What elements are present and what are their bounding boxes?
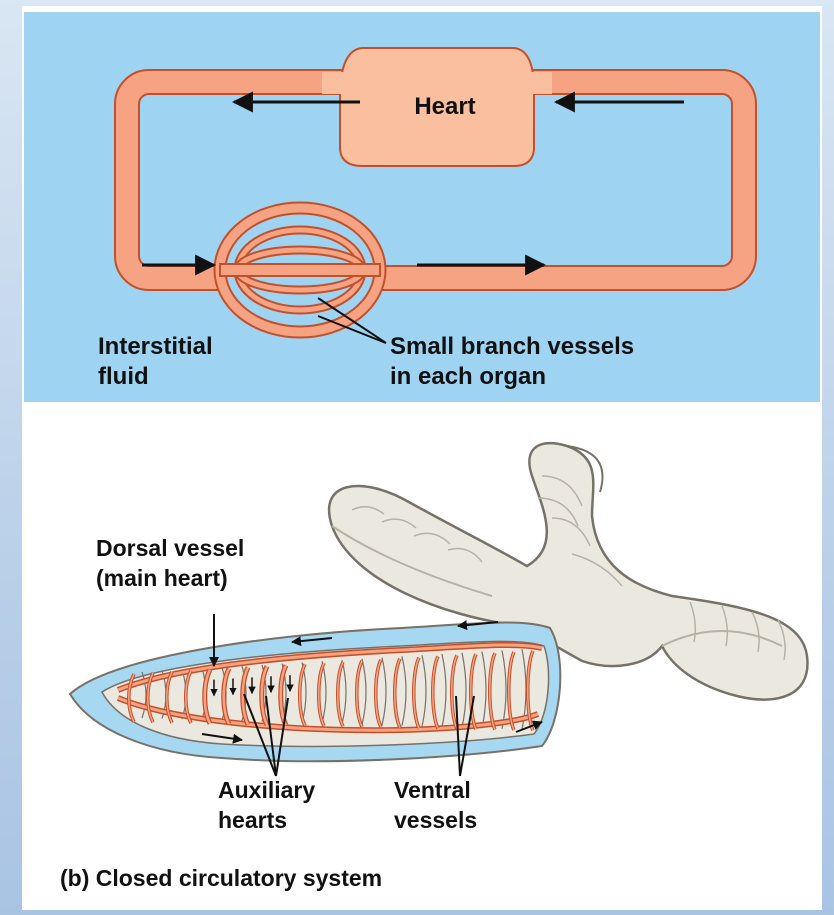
interstitial-fluid-line-2: fluid bbox=[98, 363, 149, 390]
auxiliary-hearts-line-2: hearts bbox=[218, 807, 287, 833]
dorsal-vessel-line-2: (main heart) bbox=[96, 565, 228, 591]
figure-card: Heart Interstitial fluid Sm bbox=[22, 6, 822, 910]
small-branch-vessels-line-1: Small branch vessels bbox=[390, 333, 634, 360]
ventral-vessels-label: Ventral vessels bbox=[394, 777, 477, 833]
ventral-vessels-line-1: Ventral bbox=[394, 777, 471, 803]
dorsal-vessel-line-1: Dorsal vessel bbox=[96, 535, 244, 561]
capillary-bed bbox=[220, 208, 380, 332]
interstitial-fluid-line-1: Interstitial bbox=[98, 333, 213, 360]
auxiliary-hearts-label: Auxiliary hearts bbox=[218, 777, 322, 833]
circulatory-diagram: Heart Interstitial fluid Sm bbox=[22, 6, 822, 910]
heart-label: Heart bbox=[414, 93, 475, 120]
small-branch-vessels-line-2: in each organ bbox=[390, 363, 546, 390]
dorsal-vessel-label: Dorsal vessel (main heart) bbox=[96, 535, 251, 591]
ventral-vessels-line-2: vessels bbox=[394, 807, 477, 833]
auxiliary-hearts-line-1: Auxiliary bbox=[218, 777, 315, 803]
earthworm bbox=[70, 443, 807, 761]
figure-caption: (b) Closed circulatory system bbox=[60, 865, 382, 892]
